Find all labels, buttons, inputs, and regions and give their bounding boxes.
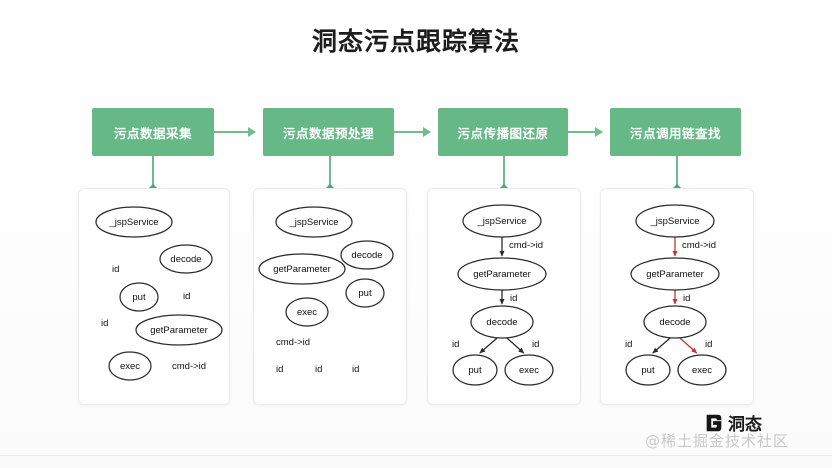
- graph-node-jspservice: _jspService: [275, 206, 353, 238]
- graph-edge-label: cmd->id: [509, 240, 543, 251]
- svg-text:put: put: [358, 288, 372, 299]
- graph-node-getparameter: getParameter: [457, 257, 547, 291]
- graph-edge-label: id: [112, 264, 119, 275]
- graph-node-jspservice: _jspService: [95, 206, 173, 238]
- svg-text:_jspService: _jspService: [476, 216, 526, 227]
- svg-text:exec: exec: [692, 365, 712, 376]
- graph-edge-label: id: [276, 364, 283, 375]
- stage-box-taint-data-collection[interactable]: 污点数据采集: [92, 108, 214, 156]
- svg-text:decode: decode: [351, 250, 382, 261]
- graph-node-jspservice: _jspService: [635, 204, 715, 238]
- svg-text:getParameter: getParameter: [273, 264, 331, 275]
- svg-text:_jspService: _jspService: [108, 217, 158, 228]
- svg-text:_jspService: _jspService: [649, 216, 699, 227]
- svg-text:decode: decode: [170, 254, 201, 265]
- graph-edge-label: id: [705, 339, 712, 350]
- graph-edge-label: id: [625, 339, 632, 350]
- stage-to-panel-connector-3: [503, 156, 505, 188]
- stage-box-taint-data-preprocessing[interactable]: 污点数据预处理: [263, 108, 394, 156]
- brand-logo: 洞态: [703, 410, 762, 435]
- svg-text:decode: decode: [659, 317, 690, 328]
- stage-box-taint-call-chain-lookup[interactable]: 污点调用链查找: [610, 108, 741, 156]
- graph-node-exec: exec: [285, 297, 329, 327]
- svg-text:getParameter: getParameter: [473, 269, 531, 280]
- graph-edge-label: id: [452, 339, 459, 350]
- svg-text:put: put: [641, 365, 655, 376]
- graph-node-put: put: [452, 354, 498, 386]
- svg-text:_jspService: _jspService: [288, 217, 338, 228]
- stage-to-panel-connector-1: [152, 156, 154, 188]
- svg-text:exec: exec: [519, 365, 539, 376]
- graph-edge-label: id: [183, 291, 190, 302]
- svg-text:exec: exec: [120, 361, 140, 372]
- graph-node-decode: decode: [159, 244, 213, 274]
- graph-edge-label: id: [683, 293, 690, 304]
- graph-node-exec: exec: [504, 354, 554, 386]
- brand-name: 洞态: [728, 415, 762, 435]
- graph-node-getparameter: getParameter: [630, 257, 720, 291]
- flow-arrow-2: [394, 127, 431, 137]
- svg-text:getParameter: getParameter: [150, 325, 208, 336]
- watermark: @稀土掘金技术社区 洞态: [645, 408, 825, 460]
- svg-text:put: put: [468, 365, 482, 376]
- graph-edge-label: id: [315, 364, 322, 375]
- page-title: 洞态污点跟踪算法: [311, 27, 520, 56]
- graph-edge-label: cmd->id: [172, 361, 206, 372]
- svg-text:getParameter: getParameter: [646, 269, 704, 280]
- graph-node-decode: decode: [643, 305, 707, 339]
- stage-to-panel-connector-4: [676, 156, 678, 188]
- graph-node-exec: exec: [677, 354, 727, 386]
- stage-to-panel-connector-2: [329, 156, 331, 188]
- graph-edge-label: id: [532, 339, 539, 350]
- graph-canvas-4: _jspService getParameter decode put exec cmd-…: [625, 204, 727, 386]
- graph-node-put: put: [625, 354, 671, 386]
- graph-node-getparameter: getParameter: [135, 314, 223, 346]
- graph-edge-label: id: [101, 318, 108, 329]
- watermark-text: @稀土掘金技术社区: [645, 432, 790, 450]
- dongtai-logo-icon: [706, 414, 722, 431]
- flow-arrow-3: [568, 127, 603, 137]
- stage-box-taint-propagation-graph-restore[interactable]: 污点传播图还原: [438, 108, 568, 156]
- svg-text:decode: decode: [486, 317, 517, 328]
- graph-edge-label: id: [510, 293, 517, 304]
- graph-node-decode: decode: [340, 240, 394, 270]
- graph-node-getparameter: getParameter: [258, 253, 346, 285]
- detail-panel-taint-call-chain-lookup: _jspService getParameter decode put exec cmd-…: [600, 188, 754, 405]
- graph-edge-label: cmd->id: [682, 240, 716, 251]
- flow-arrow-1: [214, 127, 256, 137]
- graph-edge-label: id: [352, 364, 359, 375]
- graph-node-put: put: [119, 282, 159, 312]
- graph-edge-label: cmd->id: [276, 337, 310, 348]
- svg-text:put: put: [132, 292, 146, 303]
- graph-canvas-3: _jspService getParameter decode put exec cmd-…: [452, 204, 554, 386]
- graph-node-exec: exec: [108, 351, 152, 381]
- graph-node-put: put: [345, 278, 385, 308]
- bottom-divider: [0, 455, 832, 456]
- svg-text:exec: exec: [297, 307, 317, 318]
- detail-panel-taint-propagation-graph-restore: _jspService getParameter decode put exec cmd-…: [427, 188, 581, 405]
- graph-node-decode: decode: [470, 305, 534, 339]
- graph-node-jspservice: _jspService: [462, 204, 542, 238]
